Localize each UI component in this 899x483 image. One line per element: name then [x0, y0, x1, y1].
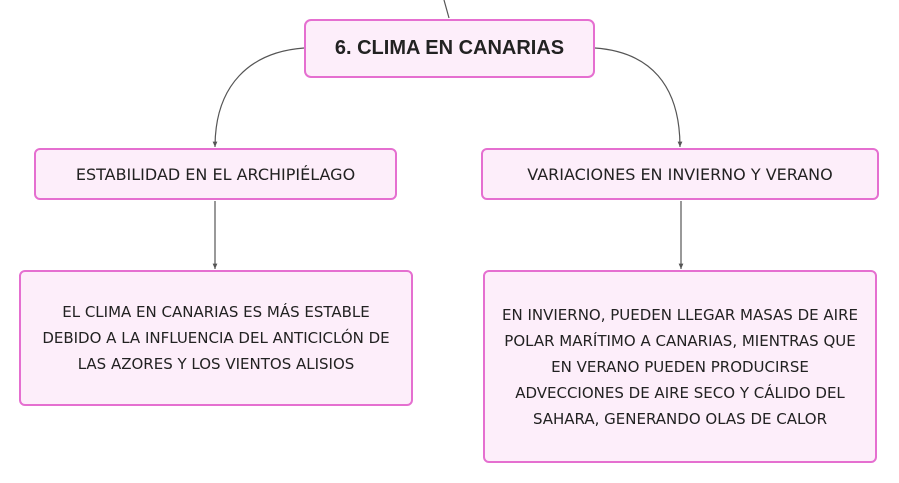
root-node-label: 6. CLIMA EN CANARIAS [334, 37, 565, 59]
branch-node-stability-label: ESTABILIDAD EN EL ARCHIPIÉLAGO [75, 164, 356, 184]
branch-node-seasonal-variations-label: VARIACIONES EN INVIERNO Y VERANO [527, 164, 833, 184]
detail-node-seasonal-variations[interactable]: EN INVIERNO, PUEDEN LLEGAR MASAS DE AIRE… [483, 270, 877, 463]
detail-node-stability[interactable]: EL CLIMA EN CANARIAS ES MÁS ESTABLE DEBI… [19, 270, 413, 406]
branch-node-seasonal-variations[interactable]: VARIACIONES EN INVIERNO Y VERANO [481, 148, 879, 200]
connector-root-to-left-heading [212, 47, 305, 148]
root-node[interactable]: 6. CLIMA EN CANARIAS [304, 19, 595, 78]
connector-incoming-to-root [443, 0, 450, 19]
detail-node-stability-text: EL CLIMA EN CANARIAS ES MÁS ESTABLE DEBI… [42, 303, 390, 373]
branch-node-stability[interactable]: ESTABILIDAD EN EL ARCHIPIÉLAGO [34, 148, 397, 200]
detail-node-seasonal-variations-text: EN INVIERNO, PUEDEN LLEGAR MASAS DE AIRE… [502, 305, 858, 428]
connector-root-to-right-heading [594, 47, 683, 148]
